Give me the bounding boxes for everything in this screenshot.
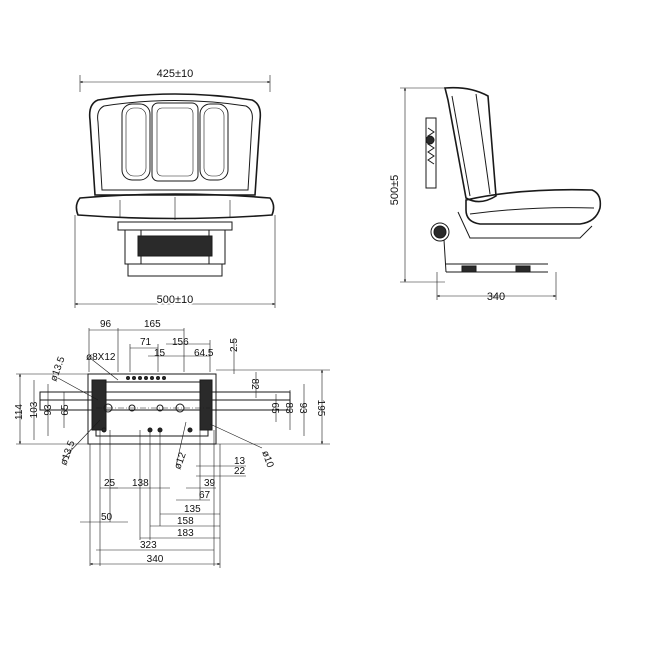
- front-width-top-label: 425±10: [157, 68, 194, 80]
- front-view: 425±10 500±10: [74, 68, 276, 308]
- side-depth-label: 340: [487, 291, 505, 303]
- front-width-bottom-label: 500±10: [157, 294, 194, 306]
- side-view: 500±5 340: [389, 86, 602, 303]
- bottom-dim-183: 183: [177, 528, 194, 539]
- top-dim-96: 96: [100, 319, 112, 330]
- top-dim-64-5: 64.5: [194, 348, 214, 359]
- hole-label-right: ø10: [259, 449, 275, 469]
- seat-cushion-side: [465, 188, 602, 225]
- top-dim-165: 165: [144, 319, 161, 330]
- side-height-label: 500±5: [389, 175, 401, 206]
- seat-cushion-front: [75, 193, 275, 220]
- left-dim-93: 93: [43, 404, 54, 416]
- backrest-pad-right: [199, 103, 229, 181]
- mounting-rails: [39, 391, 291, 411]
- bottom-dim-13: 13: [234, 456, 246, 467]
- backrest-outline: [88, 93, 262, 196]
- base-plan-view: ø8X12 ø13.5 ø13.5 ø12 ø10 96 165 71 156 …: [14, 319, 330, 568]
- base-outer-frame: [87, 373, 217, 445]
- top-dim-71: 71: [140, 337, 152, 348]
- bottom-dim-22: 22: [234, 466, 246, 477]
- bottom-dim-158: 158: [177, 516, 194, 527]
- right-dim-83: 83: [283, 402, 294, 414]
- bottom-dim-135: 135: [184, 504, 201, 515]
- right-dim-93: 93: [297, 402, 308, 414]
- bottom-dim-323: 323: [140, 540, 157, 551]
- right-dim-195: 195: [315, 400, 326, 417]
- hole-label-center: ø12: [172, 451, 188, 471]
- top-dim-2-5: 2.5: [229, 338, 240, 352]
- left-dim-103: 103: [29, 401, 40, 418]
- top-dim-156: 156: [172, 337, 189, 348]
- bottom-dim-340: 340: [147, 554, 164, 565]
- left-dim-114: 114: [14, 404, 25, 420]
- adjustment-holes: [101, 376, 193, 433]
- bottom-dim-67: 67: [199, 490, 211, 501]
- bottom-dim-39: 39: [204, 478, 216, 489]
- hole-label-left-top: ø13.5: [48, 355, 67, 383]
- bottom-dim-138: 138: [132, 478, 149, 489]
- hole-label-left-bottom: ø13.5: [58, 439, 77, 467]
- top-dim-15: 15: [154, 348, 166, 359]
- bottom-dim-50: 50: [101, 512, 113, 523]
- recline-knob: [433, 225, 447, 239]
- right-dim-82: 82: [249, 378, 260, 390]
- backrest-pad-center: [151, 102, 199, 182]
- right-dim-65: 65: [269, 402, 280, 414]
- backrest-pad-left: [121, 103, 151, 181]
- bottom-dim-25: 25: [104, 478, 116, 489]
- front-base-plate: [117, 221, 233, 231]
- left-dim-65: 65: [60, 404, 71, 416]
- hole-label-slot: ø8X12: [86, 352, 116, 363]
